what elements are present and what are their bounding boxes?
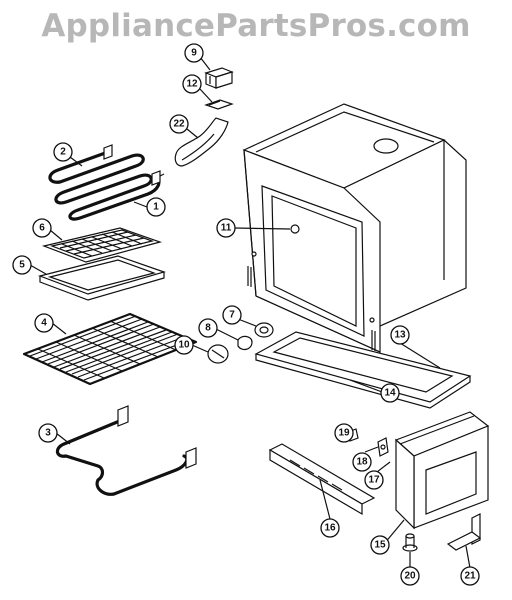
callout-12: 12 bbox=[182, 74, 202, 94]
callout-2: 2 bbox=[53, 142, 73, 162]
callout-7: 7 bbox=[222, 305, 242, 325]
callout-13: 13 bbox=[390, 325, 410, 345]
callout-22: 22 bbox=[169, 114, 189, 134]
svg-text:15: 15 bbox=[374, 540, 386, 551]
svg-text:21: 21 bbox=[464, 571, 476, 582]
svg-text:3: 3 bbox=[45, 428, 51, 439]
svg-text:7: 7 bbox=[229, 310, 235, 321]
part-16-kick-panel bbox=[268, 443, 376, 516]
drawer-assembly bbox=[394, 411, 490, 530]
callout-21: 21 bbox=[460, 566, 480, 586]
light-assembly bbox=[207, 322, 274, 364]
svg-text:1: 1 bbox=[153, 202, 159, 213]
callout-8: 8 bbox=[198, 318, 218, 338]
svg-text:6: 6 bbox=[39, 223, 45, 234]
part-22-duct bbox=[174, 117, 229, 167]
callout-9: 9 bbox=[184, 43, 204, 63]
part-20-leveling-leg bbox=[402, 533, 418, 552]
svg-text:4: 4 bbox=[41, 318, 47, 329]
svg-text:22: 22 bbox=[173, 119, 185, 130]
callout-11: 11 bbox=[216, 218, 236, 238]
svg-text:10: 10 bbox=[178, 340, 190, 351]
callout-17: 17 bbox=[364, 470, 384, 490]
svg-text:19: 19 bbox=[338, 428, 350, 439]
part-21-anti-tip-bracket bbox=[446, 513, 482, 551]
svg-text:14: 14 bbox=[384, 388, 396, 399]
callout-14: 14 bbox=[380, 383, 400, 403]
oven-cavity bbox=[242, 103, 467, 353]
callout-5: 5 bbox=[12, 255, 32, 275]
callout-1: 1 bbox=[146, 197, 166, 217]
svg-text:13: 13 bbox=[394, 330, 406, 341]
callout-10: 10 bbox=[174, 335, 194, 355]
callout-16: 16 bbox=[320, 518, 340, 538]
svg-text:16: 16 bbox=[324, 523, 336, 534]
callout-6: 6 bbox=[32, 218, 52, 238]
part-6-broil-pan-insert bbox=[41, 227, 163, 263]
part-18-bracket bbox=[377, 437, 389, 457]
part-13-bottom-panel bbox=[254, 331, 472, 409]
watermark: AppliancePartsPros.com bbox=[41, 8, 471, 44]
svg-text:9: 9 bbox=[191, 48, 197, 59]
svg-text:18: 18 bbox=[356, 457, 368, 468]
svg-text:11: 11 bbox=[221, 223, 232, 234]
svg-text:2: 2 bbox=[60, 147, 66, 158]
part-9-block bbox=[204, 67, 234, 89]
part-3-bake-element bbox=[55, 405, 197, 496]
callout-15: 15 bbox=[370, 535, 390, 555]
part-2-broil-element bbox=[48, 144, 165, 221]
leader-lines bbox=[29, 56, 471, 569]
callout-20: 20 bbox=[400, 566, 420, 586]
part-4-oven-rack bbox=[22, 312, 198, 386]
part-12-plate bbox=[204, 99, 234, 110]
svg-text:12: 12 bbox=[186, 79, 198, 90]
callout-19: 19 bbox=[334, 423, 354, 443]
svg-text:17: 17 bbox=[368, 475, 380, 486]
svg-text:20: 20 bbox=[404, 571, 416, 582]
callout-18: 18 bbox=[352, 452, 372, 472]
svg-text:5: 5 bbox=[19, 260, 25, 271]
svg-text:8: 8 bbox=[205, 323, 211, 334]
callout-4: 4 bbox=[34, 313, 54, 333]
part-5-broil-pan bbox=[38, 255, 166, 301]
callout-3: 3 bbox=[38, 423, 58, 443]
